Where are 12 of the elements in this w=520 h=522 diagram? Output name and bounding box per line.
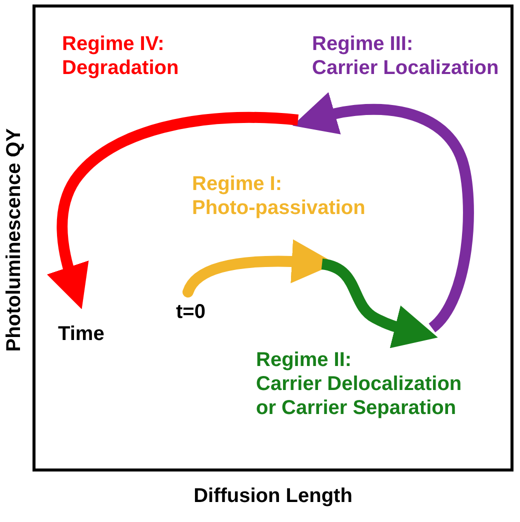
regime-heading: Regime III: — [312, 32, 414, 56]
regime-name: Carrier Delocalization or Carrier Separation — [256, 372, 463, 420]
regime-heading: Regime I: — [192, 172, 282, 196]
y-axis-title: Photoluminescence QY — [2, 128, 26, 352]
regime-heading: Regime II: — [256, 348, 352, 372]
start-label: t=0 — [176, 300, 206, 324]
regime-name: Photo-passivation — [192, 196, 366, 220]
x-axis-title: Diffusion Length — [194, 484, 352, 508]
regime-name: Carrier Localization — [312, 56, 499, 80]
end-label: Time — [58, 322, 104, 346]
regime-heading: Regime IV: — [62, 32, 164, 56]
regime-name: Degradation — [62, 56, 179, 80]
